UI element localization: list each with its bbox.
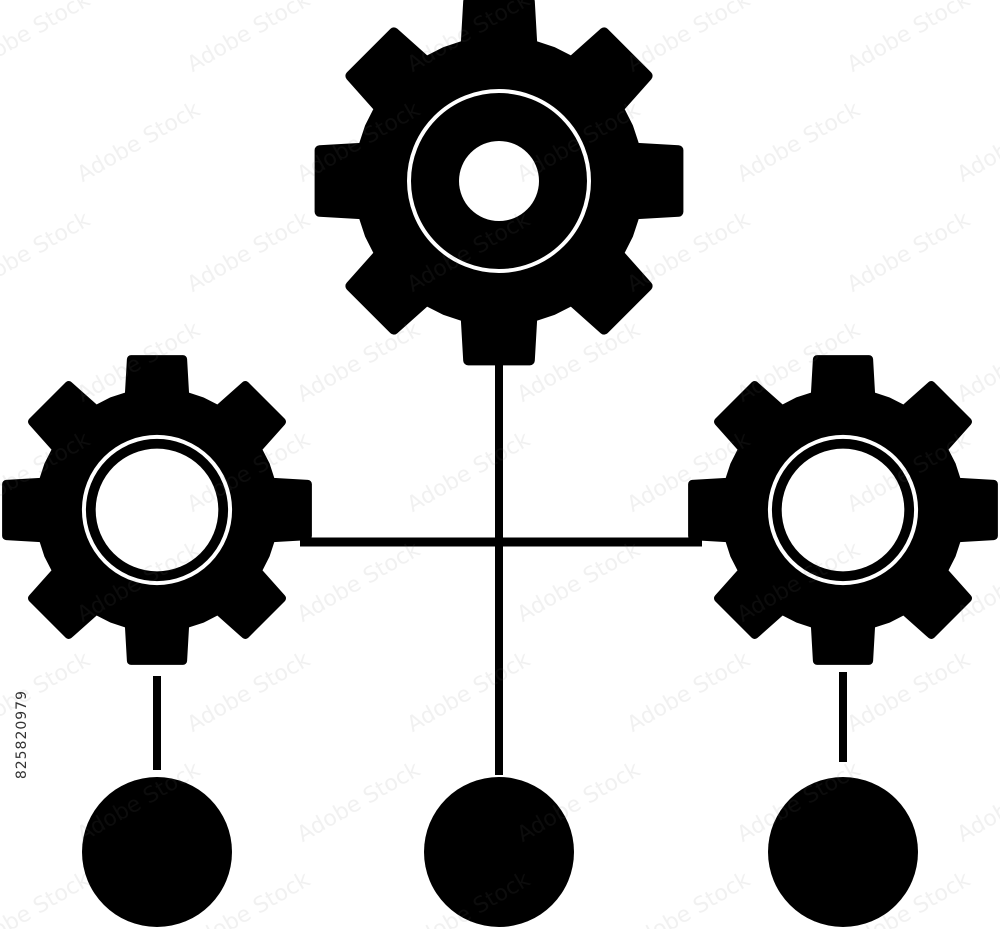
- gear-icon: [2, 355, 312, 665]
- gear-ring: [767, 434, 919, 586]
- gear-ring: [81, 434, 233, 586]
- stock-id-label: 825820979: [14, 690, 30, 780]
- gear-hole: [459, 141, 539, 221]
- node-circle-right: [768, 777, 918, 927]
- gear-icon: [314, 0, 684, 366]
- gear-ring: [407, 89, 591, 273]
- gear-hole: [95, 448, 219, 572]
- connector-lines: [153, 355, 847, 775]
- gear-icon: [688, 355, 998, 665]
- gear-hole: [781, 448, 905, 572]
- node-circle-left: [82, 777, 232, 927]
- node-circle-center: [424, 777, 574, 927]
